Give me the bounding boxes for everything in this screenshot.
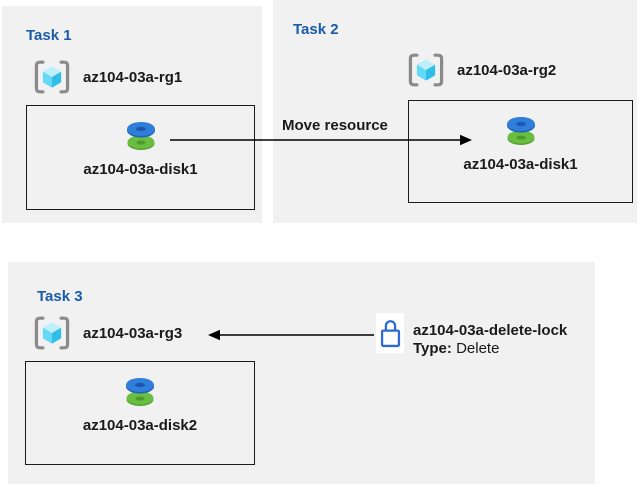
move-resource-label: Move resource [282,117,388,134]
task2-panel: Task 2 Move resource az104-03a-rg2 az104… [273,0,637,223]
task1-resource-box: az104-03a-disk1 [26,105,255,210]
task1-resource-group: az104-03a-rg1 [33,58,182,96]
disk-icon [126,122,155,150]
task3-panel: Task 3 az104-03a-rg3 az104-03a-disk2 [8,262,595,484]
resource-group-icon [34,316,70,350]
lock-name: az104-03a-delete-lock [413,322,568,339]
lock-badge [376,313,404,353]
lock-text: az104-03a-delete-lock Type: Delete [413,322,567,358]
lock-type: Type: Delete [413,340,567,358]
lock-type-label: Type: [413,340,452,357]
task2-resource-box: az104-03a-disk1 [408,100,633,203]
task3-resource-group: az104-03a-rg3 [33,314,182,352]
delete-lock-group: az104-03a-delete-lock Type: Delete [376,313,567,358]
disk-icon [126,378,154,406]
task1-panel: Task 1 az104-03a-rg1 az104-03a-disk1 [2,6,262,223]
lock-type-value: Delete [456,340,500,357]
disk-icon [506,117,535,145]
task2-title: Task 2 [293,21,339,39]
resource-name: az104-03a-disk1 [463,156,578,173]
resource-name: az104-03a-disk1 [83,161,198,178]
task3-title: Task 3 [37,288,83,306]
task3-resource-box: az104-03a-disk2 [25,361,255,465]
resource-group-name: az104-03a-rg1 [83,68,183,86]
resource-group-icon [34,60,70,94]
task1-title: Task 1 [26,27,72,45]
resource-group-name: az104-03a-rg3 [83,324,183,342]
lock-icon [380,319,400,347]
resource-group-name: az104-03a-rg2 [457,61,557,79]
resource-name: az104-03a-disk2 [82,417,198,434]
task2-resource-group: az104-03a-rg2 [407,51,556,89]
resource-group-icon [408,53,444,87]
